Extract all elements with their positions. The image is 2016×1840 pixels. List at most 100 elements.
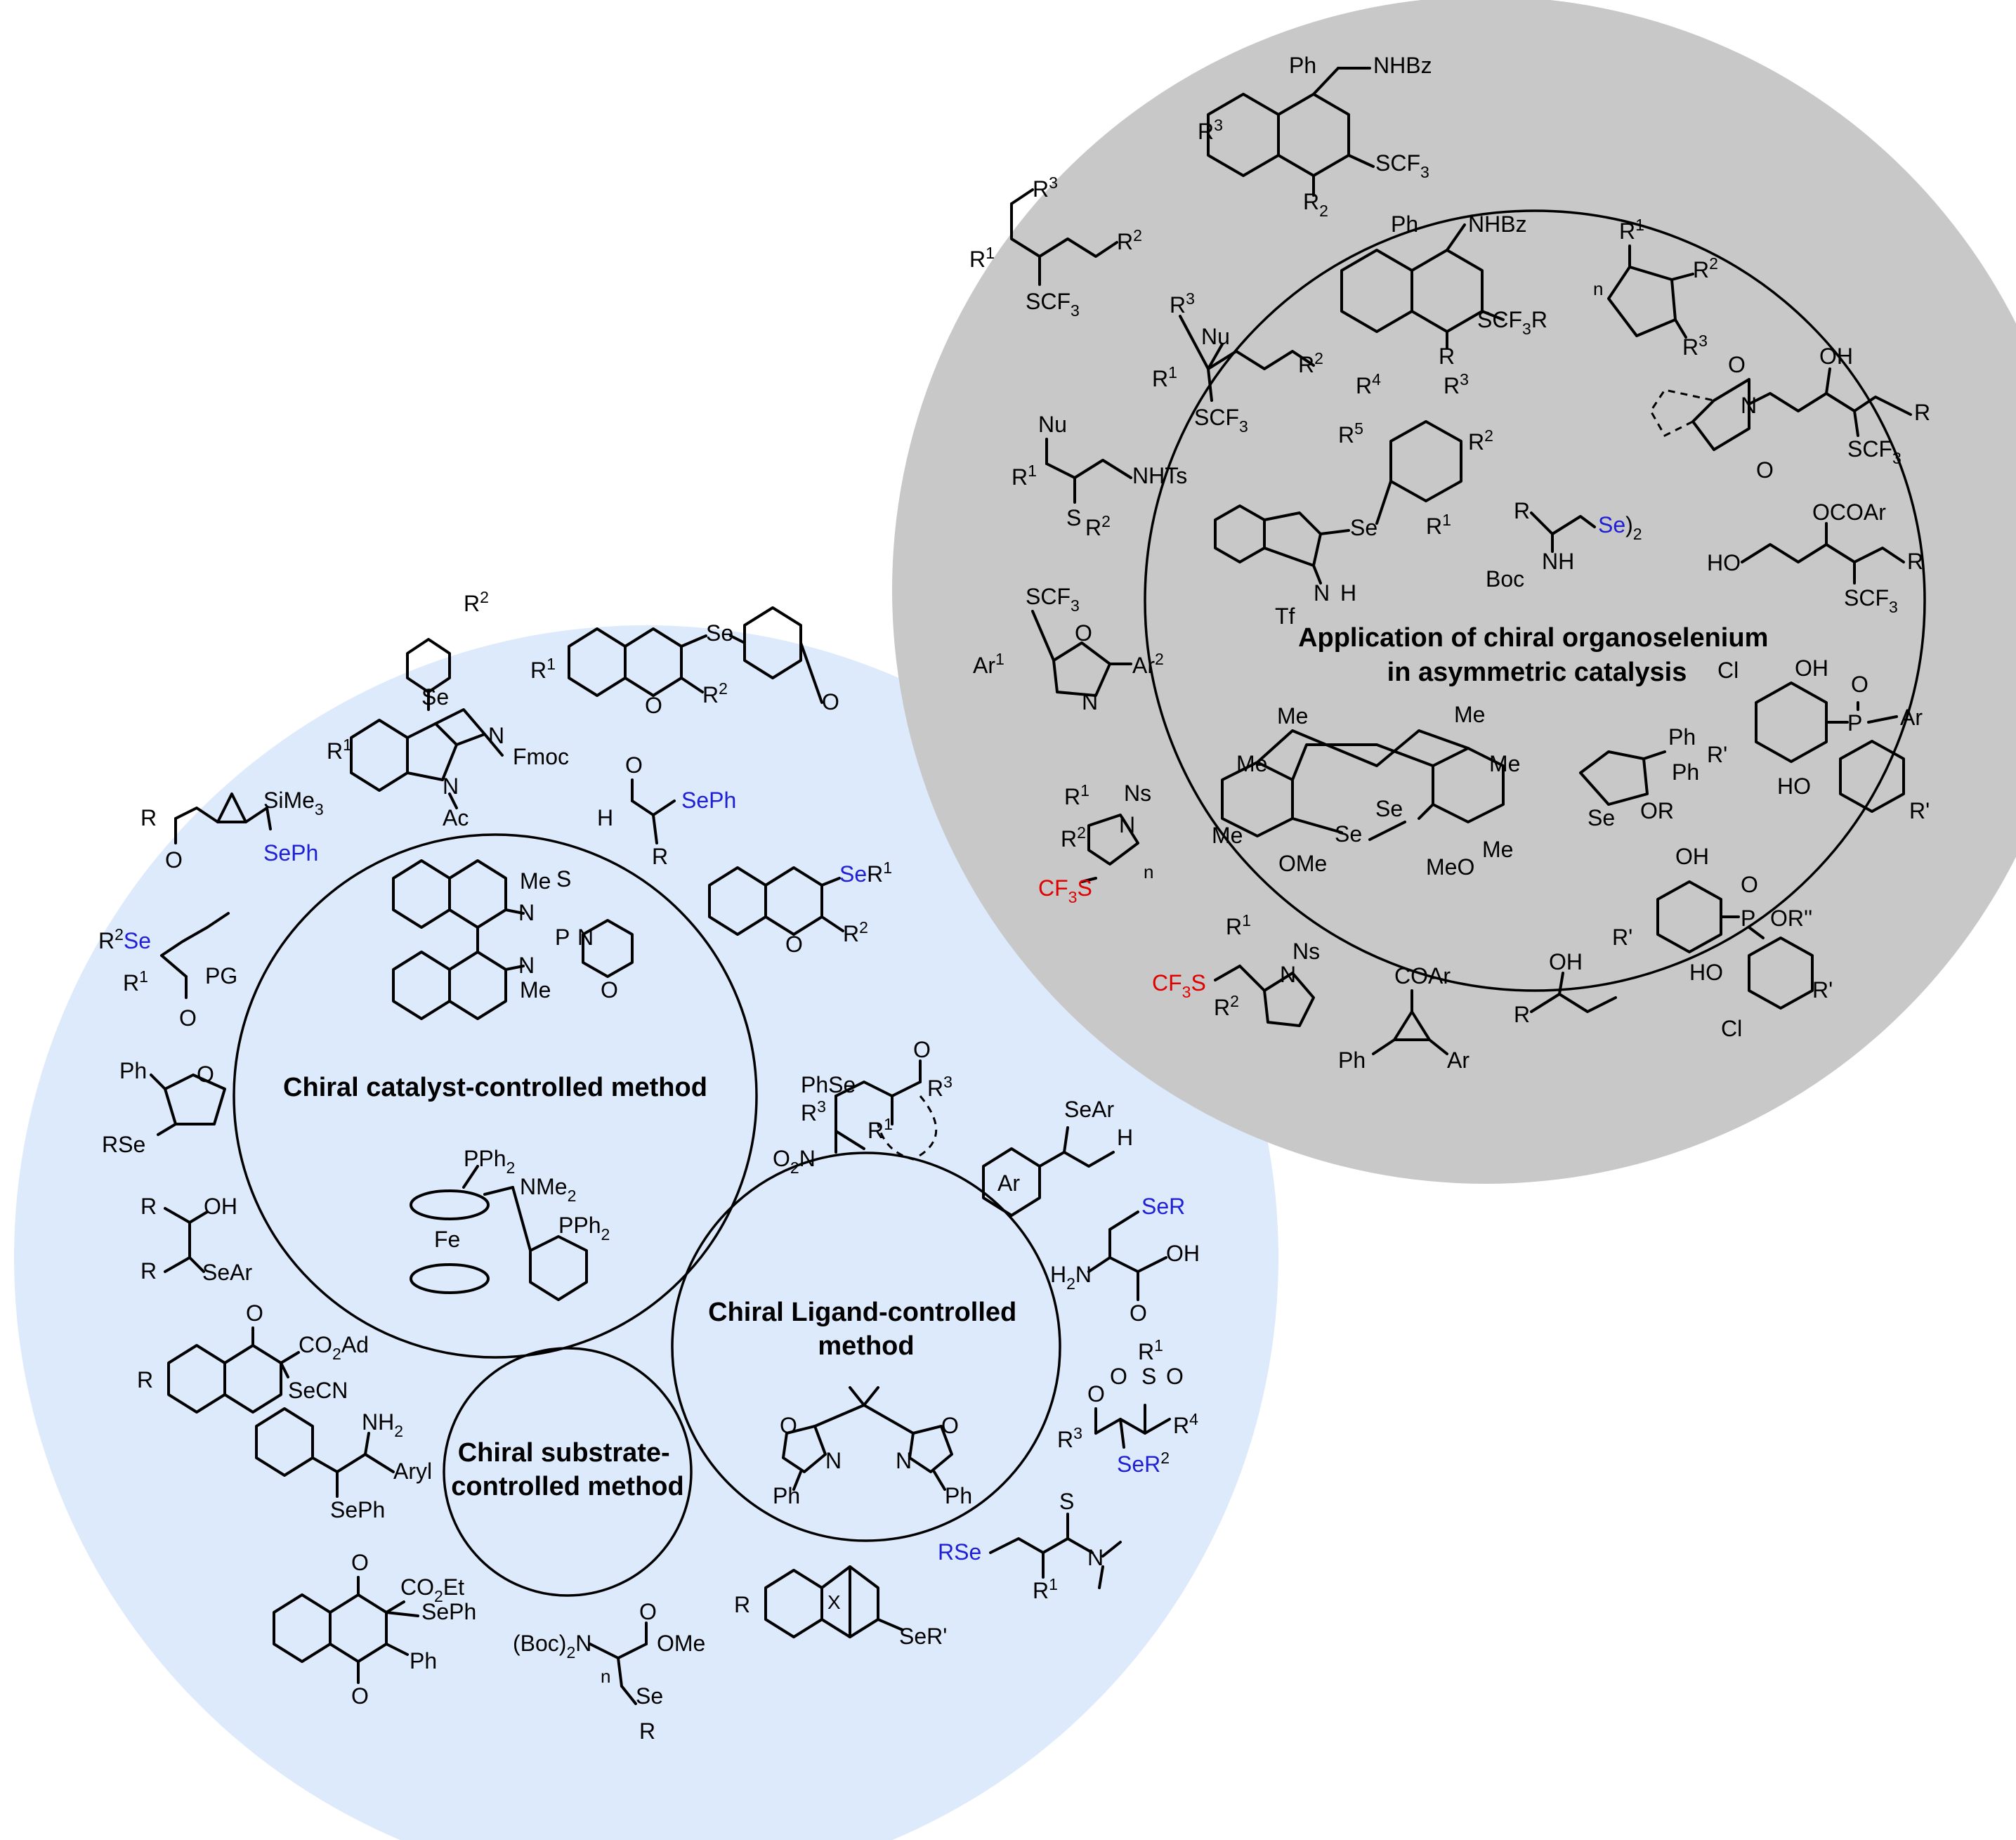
structure-oxazoline-scf3: SCF3 Ar1 O Ar2 N	[973, 584, 1164, 715]
structure-label: R	[1303, 189, 1319, 214]
heading-substrate: Chiral substrate- controlled method	[451, 1438, 683, 1501]
structure-label: N	[1280, 962, 1296, 987]
structure-label: R1	[868, 1115, 893, 1143]
structure-label: CO2Ad	[299, 1332, 369, 1363]
structure-label: R1	[1226, 911, 1251, 939]
structure-label: controlled method	[451, 1472, 683, 1501]
structure-label: (Boc)2N	[513, 1631, 591, 1662]
substrate-circle	[443, 1347, 693, 1597]
structure-secondary-alcohol: OH R	[1514, 949, 1617, 1027]
structure-label: P	[1847, 710, 1862, 736]
structure-label: O	[780, 1413, 797, 1438]
structure-label: SCF3	[1026, 584, 1080, 615]
structure-amine-seph: NH2 Aryl SePh	[255, 1407, 432, 1522]
structure-thioamide: RSe S N R1	[938, 1489, 1122, 1603]
structure-label: R2	[702, 679, 728, 707]
structure-diselenide: R Se)2 NH Boc	[1486, 498, 1642, 592]
structure-label: 1	[343, 736, 352, 754]
structure-label: (Boc)	[513, 1631, 566, 1656]
structure-label: OH	[204, 1194, 237, 1219]
structure-label: RSe	[102, 1132, 145, 1157]
structure-label: R	[1298, 352, 1314, 377]
structure-label: R	[639, 1718, 655, 1744]
structure-label: 4	[1189, 1410, 1198, 1428]
structure-label: Ns	[1124, 781, 1151, 806]
structure-label: SCF3R	[1477, 307, 1547, 338]
structure-label: 2	[394, 1422, 403, 1440]
structure-label: N	[577, 925, 594, 950]
structure-label: R1	[1426, 511, 1451, 539]
structure-label: 3	[1698, 332, 1708, 350]
structure-label: 3	[1889, 598, 1898, 616]
structure-label: O	[773, 1146, 790, 1171]
structure-label: R	[1173, 1413, 1189, 1438]
structure-alkene-scf3: R3 R1 R2 SCF3	[969, 174, 1142, 320]
structure-label: N	[1075, 1262, 1092, 1287]
structure-label: Et	[443, 1574, 464, 1600]
structure-label: SePh	[681, 788, 736, 813]
structure-label: R	[734, 1592, 750, 1617]
structure-label: 2	[1077, 823, 1086, 842]
structure-label: R	[1531, 307, 1547, 332]
structure-label: R	[1514, 498, 1530, 523]
structure-label: 1	[883, 859, 892, 877]
structure-label: N	[1314, 580, 1330, 606]
structure-label: PPh	[558, 1213, 601, 1238]
structure-label: 3	[1239, 417, 1248, 436]
structure-label: 3	[1892, 449, 1902, 467]
structure-spiro-bisselenide: Me Me Me Me Me Me OMe MeO Se Se	[1212, 702, 1520, 880]
structure-label: PG	[205, 963, 237, 988]
structure-label: 3	[817, 1097, 826, 1116]
structure-label: Me	[1482, 837, 1513, 862]
structure-label: SeR	[1141, 1194, 1185, 1219]
catalyst-circle	[233, 833, 758, 1359]
structure-label: 2	[719, 679, 728, 698]
structure-label: PPh	[464, 1146, 506, 1171]
structure-label: 3	[943, 1073, 953, 1091]
structure-label: R1	[327, 736, 352, 764]
h-nu: Nu	[1038, 412, 1067, 437]
structure-label: SePh	[330, 1497, 385, 1522]
structure-label: 1	[546, 655, 556, 673]
structure-dihydronaphthalene-scf3r: Ph NHBz SCF3R R	[1340, 211, 1547, 369]
structure-label: MeO	[1426, 854, 1474, 880]
structure-nitro-selenide: PhSe R3 R1 O R3 O2N	[773, 1037, 953, 1177]
a-ph: Ph	[1289, 53, 1316, 78]
structure-label: OR	[1640, 798, 1674, 823]
structure-label: OMe	[1278, 851, 1327, 876]
structure-label: R	[1907, 549, 1923, 574]
d-nu: Nu	[1201, 324, 1230, 349]
structure-chromane-arylselenide: R1 Se O R2 O	[530, 606, 839, 718]
structure-bicyclic-ser: R X SeR'	[734, 1565, 947, 1649]
structure-label: 2	[332, 1345, 341, 1363]
structure-label: 2	[1230, 992, 1239, 1010]
structure-label: R	[1214, 995, 1230, 1020]
structure-label: Me	[1489, 751, 1520, 776]
structure-label: )	[1625, 512, 1633, 537]
structure-pyrroloindoline-se: R2 Se R1 N Fmoc N Ac	[327, 588, 569, 830]
structure-label: O2N	[773, 1146, 816, 1177]
structure-tetralone-secn: O CO2Ad R SeCN	[137, 1300, 369, 1414]
structure-label: N	[1082, 689, 1098, 715]
structure-label: 2	[566, 1643, 575, 1662]
structure-label: NHBz	[1468, 211, 1527, 237]
structure-label: O	[179, 1005, 197, 1031]
structure-label: CO	[299, 1332, 332, 1357]
structure-label: R3	[1444, 370, 1469, 398]
structure-label: 3	[1071, 596, 1080, 615]
structure-label: 2	[506, 1159, 515, 1177]
structure-label: 2	[1155, 650, 1164, 668]
structure-label: R	[1064, 784, 1080, 809]
structure-label: Ad	[341, 1332, 369, 1357]
structure-label: SeAr	[1064, 1097, 1114, 1122]
structure-label: R'	[1909, 798, 1930, 823]
structure-label: SCF	[1026, 584, 1071, 609]
structure-label: CF	[1038, 875, 1068, 901]
structure-label: Fmoc	[513, 744, 569, 769]
structure-label: SeAr	[202, 1260, 252, 1285]
structure-chromane-ser1: SeR1 O R2	[708, 859, 892, 957]
structure-label: 1	[1442, 511, 1451, 529]
structure-label: N	[1741, 393, 1757, 418]
structure-label: 3	[1522, 320, 1531, 338]
structure-label: SeCN	[288, 1378, 348, 1403]
